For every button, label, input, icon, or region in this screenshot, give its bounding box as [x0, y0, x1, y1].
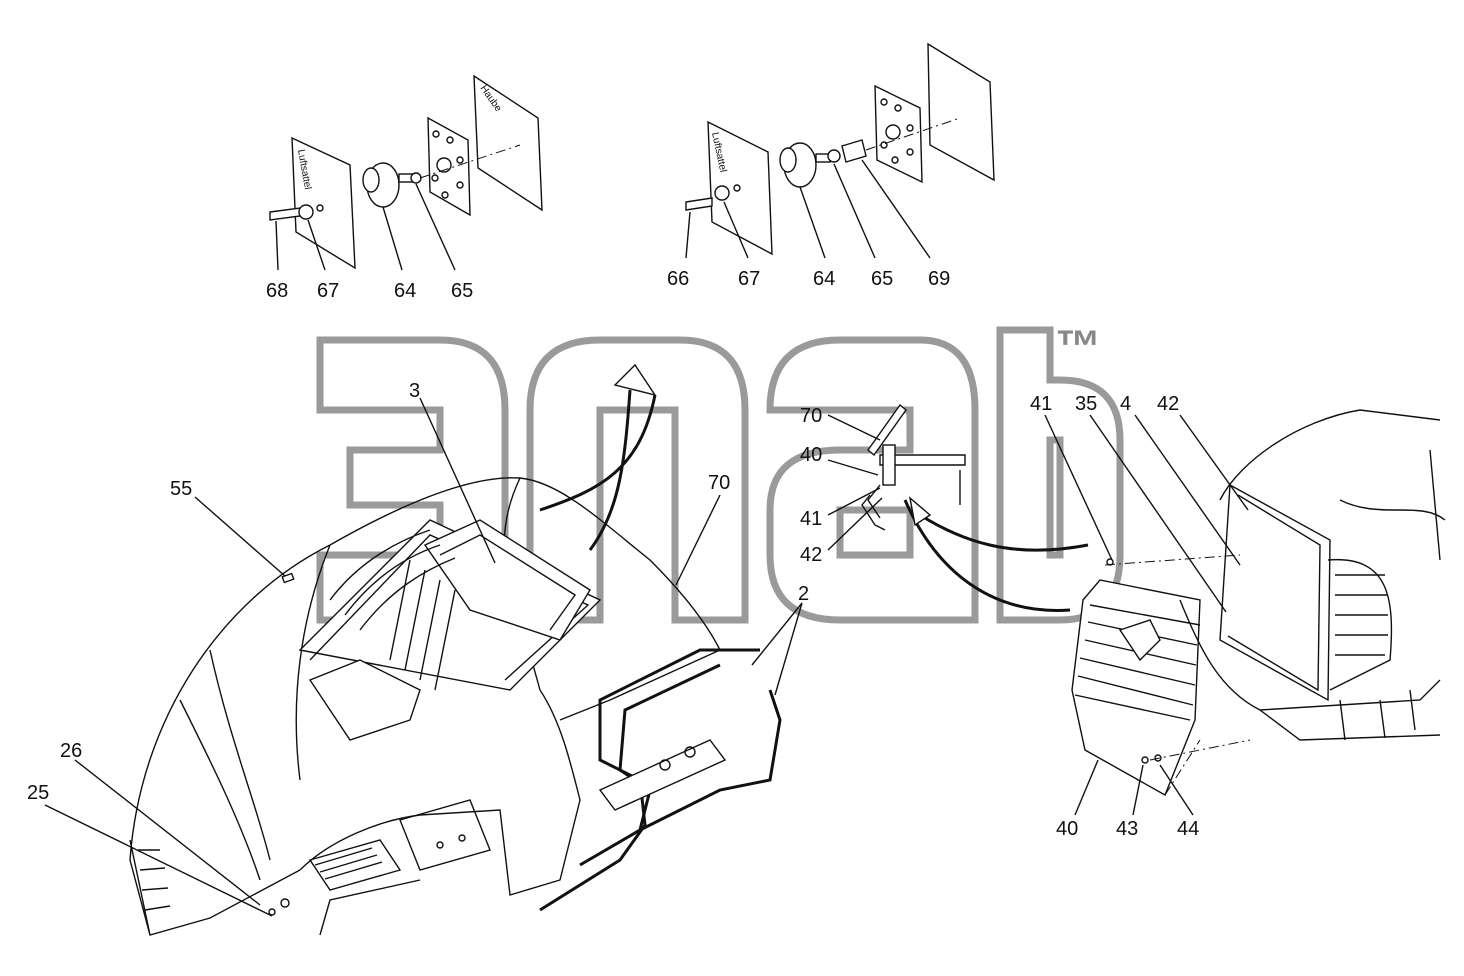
callout-41: 41	[1030, 393, 1052, 415]
hood-vent-panel	[423, 519, 591, 641]
callout-67: 67	[317, 280, 339, 302]
front-grille-40	[1071, 579, 1201, 797]
hood-panel-2	[927, 42, 995, 182]
callout-35: 35	[1075, 393, 1097, 415]
seal-strip-2	[639, 689, 782, 832]
callout-section-41: 41	[800, 508, 822, 530]
callout-64: 64	[394, 280, 416, 302]
callout-2: 2	[798, 583, 809, 605]
callout-4: 4	[1120, 393, 1131, 415]
part-55	[281, 572, 295, 584]
callout-3: 3	[409, 380, 420, 402]
section-bolt	[882, 444, 896, 486]
engine-hood: 55 3 70 2 26 25	[27, 363, 809, 936]
callout-section-40: 40	[800, 444, 822, 466]
callout-section-42: 42	[800, 544, 822, 566]
hood-top-frame	[298, 519, 602, 691]
nut	[410, 172, 422, 184]
seal-bracket	[598, 739, 727, 811]
callout-68: 68	[266, 280, 288, 302]
section-detail: 70 40 41 42	[800, 403, 966, 566]
callout-67b: 67	[738, 268, 760, 290]
callout-26: 26	[60, 740, 82, 762]
callout-65b: 65	[871, 268, 893, 290]
grille-frame-opening	[1219, 483, 1331, 702]
hood-lift-arrow-head	[613, 363, 657, 397]
hood-outline	[129, 477, 721, 861]
callout-40: 40	[1056, 818, 1078, 840]
section-seal	[867, 403, 907, 457]
washer-2	[714, 185, 730, 201]
nut-2	[827, 149, 841, 163]
hood-panel	[473, 74, 543, 212]
callout-42: 42	[1157, 393, 1179, 415]
callout-65: 65	[451, 280, 473, 302]
grille-assembly: 41 35 4 42 40 43 44	[903, 393, 1446, 840]
bolt-2	[685, 197, 713, 211]
callout-25: 25	[27, 782, 49, 804]
detail-arrow-2	[903, 499, 1071, 612]
callout-64b: 64	[813, 268, 835, 290]
spacer-sleeve	[841, 139, 867, 163]
callout-70: 70	[708, 472, 730, 494]
top-left-mount-assembly: Luftsattel Haube 68 67 64 65	[266, 74, 543, 302]
hood-nose-panel	[308, 659, 421, 741]
air-saddle-plate	[291, 136, 356, 270]
callout-55: 55	[170, 478, 192, 500]
watermark-trademark: ™	[1055, 320, 1101, 372]
detail-arrow-1	[919, 513, 1089, 552]
callout-section-70: 70	[800, 405, 822, 427]
washer	[298, 204, 314, 220]
top-right-mount-assembly: Luftsattel 66 67 64 65 69	[667, 42, 995, 290]
callout-43: 43	[1116, 818, 1138, 840]
callout-69: 69	[928, 268, 950, 290]
callout-44: 44	[1177, 818, 1199, 840]
callout-66: 66	[667, 268, 689, 290]
